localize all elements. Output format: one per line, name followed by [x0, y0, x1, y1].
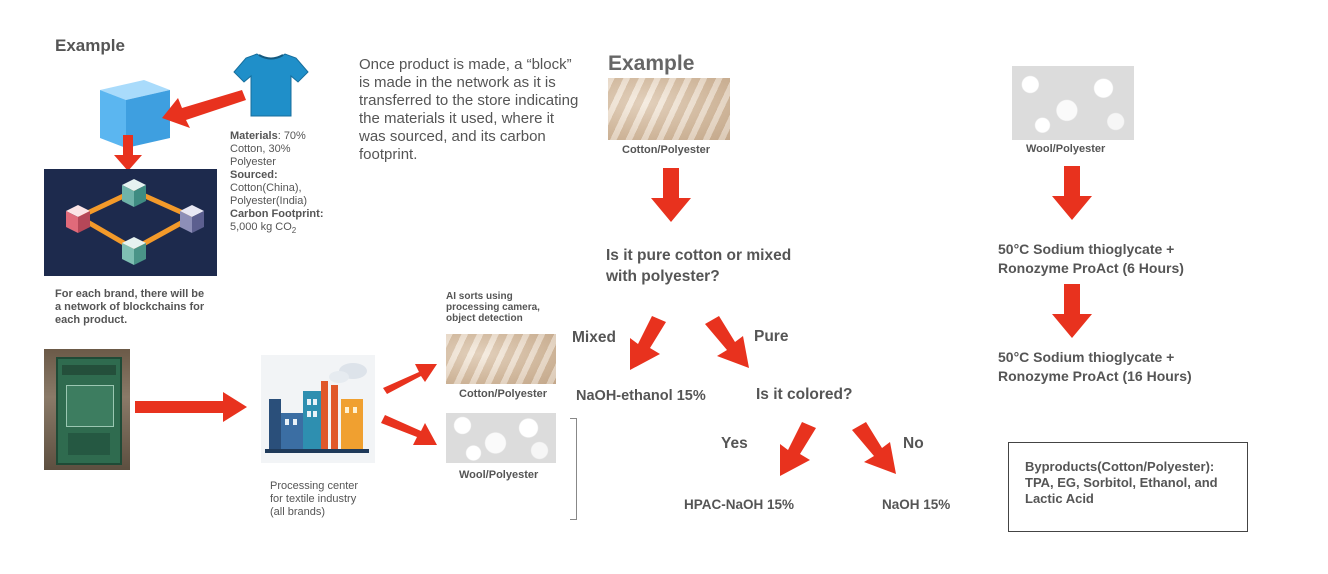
- question-pure-or-mixed: Is it pure cotton or mixed with polyeste…: [606, 247, 792, 285]
- arrow-wool-to-step1: [1052, 166, 1092, 220]
- block-narrative: Once product is made, a “block” is made …: [359, 56, 579, 163]
- arrow-to-cotton: [383, 364, 437, 394]
- no-label: No: [903, 435, 924, 452]
- blockchain-network-image: [44, 169, 217, 276]
- wool-polyester-label-left: Wool/Polyester: [459, 469, 539, 481]
- step-6-hours: 50°C Sodium thioglycate + Ronozyme ProAc…: [998, 241, 1184, 276]
- left-example-title: Example: [55, 36, 125, 55]
- question-colored: Is it colored?: [756, 386, 853, 403]
- wool-fabric-image: [446, 413, 556, 463]
- arrow-tshirt-to-block: [162, 90, 246, 128]
- yes-label: Yes: [721, 435, 748, 452]
- arrow-no: [852, 422, 896, 474]
- cotton-fabric-image: [446, 334, 556, 384]
- byproducts-box: Byproducts(Cotton/Polyester): TPA, EG, S…: [1008, 442, 1248, 532]
- pure-label: Pure: [754, 328, 789, 345]
- brand-network-note: For each brand, there will be a network …: [55, 288, 205, 326]
- arrow-cotton-to-question: [651, 168, 691, 222]
- tshirt-icon: [233, 53, 309, 117]
- arrow-block-to-network: [114, 135, 142, 171]
- arrow-pure: [705, 316, 749, 368]
- naoh-result: NaOH 15%: [882, 497, 951, 512]
- naoh-ethanol-result: NaOH-ethanol 15%: [576, 388, 706, 404]
- block-cube-icon: [100, 80, 170, 148]
- arrow-yes: [780, 422, 816, 476]
- arrow-bin-to-processing: [135, 392, 247, 422]
- arrow-mixed: [630, 316, 666, 370]
- middle-example-title: Example: [608, 52, 695, 75]
- step-16-hours: 50°C Sodium thioglycate + Ronozyme ProAc…: [998, 349, 1192, 384]
- ai-sort-label: AI sorts using processing camera, object…: [446, 291, 540, 324]
- processing-center-label: Processing center for textile industry (…: [270, 480, 359, 518]
- cotton-polyester-label-mid: Cotton/Polyester: [622, 144, 711, 156]
- cotton-fabric-image-mid: [608, 78, 730, 140]
- wool-fabric-image-right: [1012, 66, 1134, 140]
- materials-info: Materials: 70% Cotton, 30% Polyester Sou…: [230, 130, 324, 236]
- byproducts-text: Byproducts(Cotton/Polyester): TPA, EG, S…: [1025, 459, 1218, 506]
- wool-polyester-label-right: Wool/Polyester: [1026, 143, 1106, 155]
- factory-icon: [265, 363, 369, 453]
- cotton-polyester-label-left: Cotton/Polyester: [459, 388, 548, 400]
- arrow-to-wool: [381, 415, 437, 445]
- mixed-label: Mixed: [572, 329, 616, 346]
- bracket-divider: [570, 418, 577, 520]
- recycling-bin-image: [44, 349, 130, 470]
- arrow-step1-to-step2: [1052, 284, 1092, 338]
- factory-image: [261, 355, 375, 463]
- hpac-naoh-result: HPAC-NaOH 15%: [684, 497, 795, 512]
